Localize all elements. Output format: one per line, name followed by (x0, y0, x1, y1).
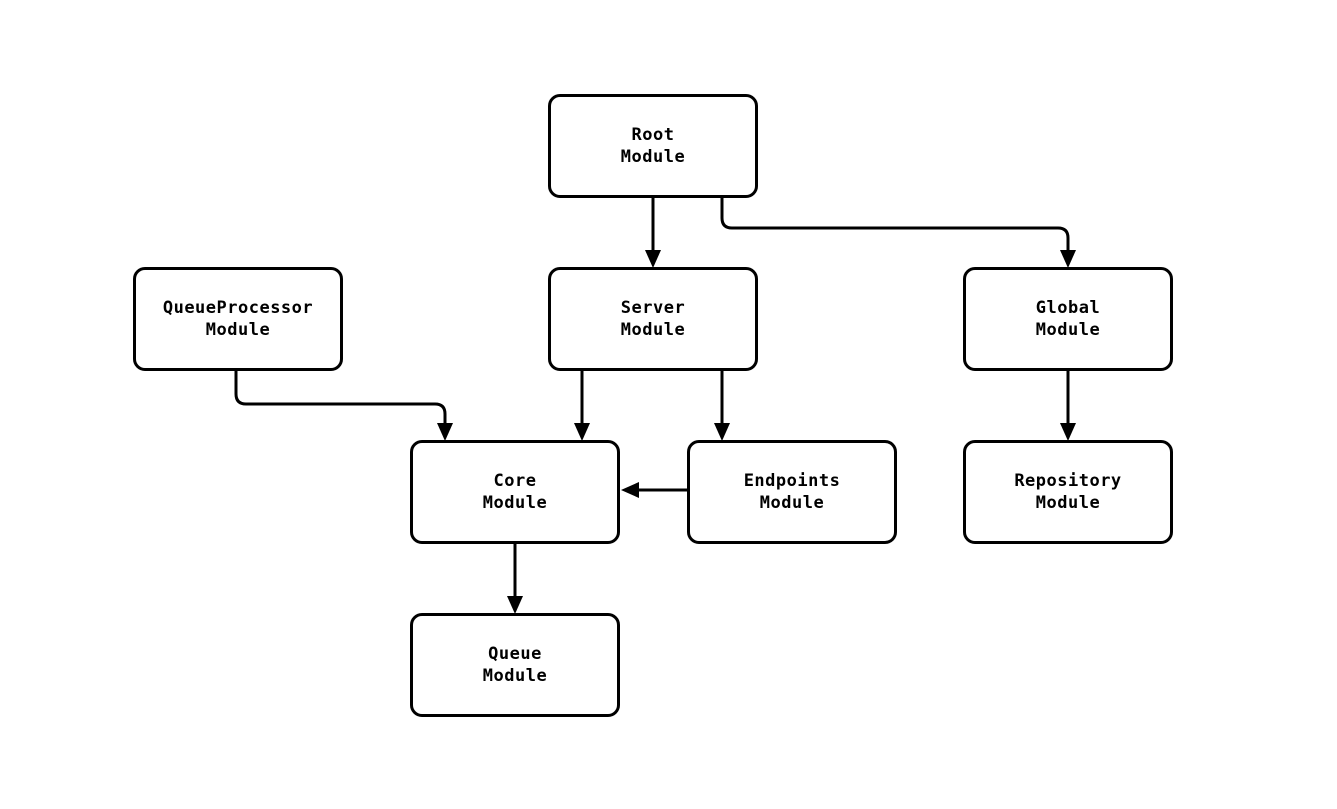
node-label-suffix: Module (482, 493, 548, 513)
edge-queueprocessor-to-core (234, 371, 447, 425)
node-label-name: Core (493, 471, 537, 491)
arrowhead-queueprocessor-to-core (437, 423, 453, 441)
edge-root-to-global (720, 198, 1070, 252)
node-label-suffix: Module (620, 147, 686, 167)
arrowhead-server-to-core (574, 423, 590, 441)
edges-group (234, 198, 1070, 598)
node-label-suffix: Module (759, 493, 825, 513)
node-label-name: QueueProcessor (162, 298, 314, 318)
node-label-name: Global (1035, 298, 1101, 318)
node-label-suffix: Module (1035, 320, 1101, 340)
node-label-suffix: Module (1035, 493, 1101, 513)
arrowhead-server-to-endpoints (714, 423, 730, 441)
node-label-name: Server (620, 298, 686, 318)
node-label-suffix: Module (482, 666, 548, 686)
node-label-name: Endpoints (743, 471, 841, 491)
arrowhead-root-to-server (645, 250, 661, 268)
node-label-name: Queue (488, 644, 542, 664)
arrowheads-group (437, 250, 1076, 614)
node-label-name: Root (631, 125, 675, 145)
arrowhead-endpoints-to-core (621, 482, 639, 498)
arrowhead-root-to-global (1060, 250, 1076, 268)
node-label-name: Repository (1014, 471, 1122, 491)
node-label-suffix: Module (205, 320, 271, 340)
arrowhead-core-to-queue (507, 596, 523, 614)
arrowhead-global-to-repository (1060, 423, 1076, 441)
node-label-suffix: Module (620, 320, 686, 340)
